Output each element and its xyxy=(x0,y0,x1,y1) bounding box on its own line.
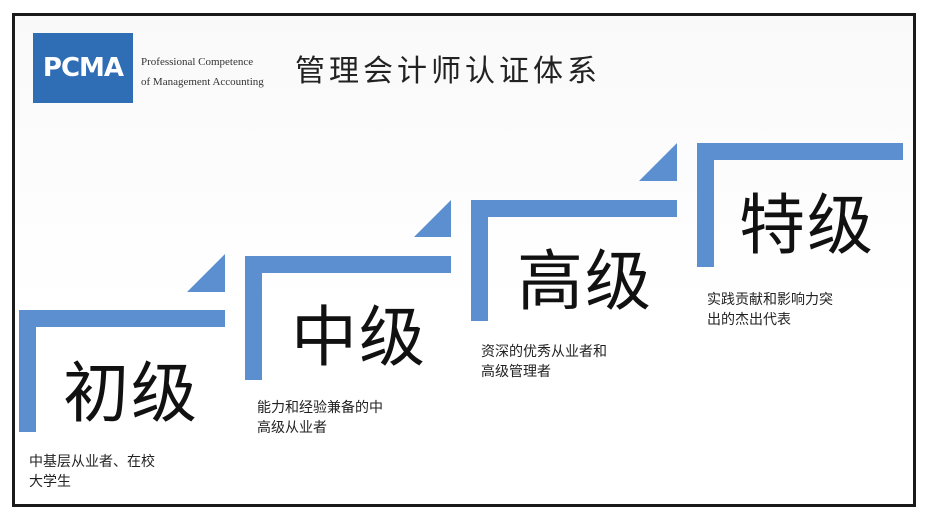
step-2-triangle xyxy=(414,200,451,237)
step-3-triangle xyxy=(639,143,677,181)
step-2-vertical-bar xyxy=(245,256,262,380)
level-1-name: 初级 xyxy=(63,355,199,432)
logo-subtitle-line2: of Management Accounting xyxy=(141,76,264,88)
level-2-description-line1: 能力和经验兼备的中 xyxy=(257,400,383,416)
level-3-description-line1: 资深的优秀从业者和 xyxy=(481,344,607,360)
step-2-horizontal-bar xyxy=(245,256,451,273)
step-1-triangle xyxy=(187,254,225,292)
step-3-horizontal-bar xyxy=(471,200,677,217)
level-2-name: 中级 xyxy=(291,299,427,376)
level-3-description-line2: 高级管理者 xyxy=(481,364,551,380)
step-1-horizontal-bar xyxy=(19,310,225,327)
diagram-canvas: PCMA Professional Competence of Manageme… xyxy=(12,13,916,507)
level-3-name: 高级 xyxy=(517,243,653,320)
pcma-logo: PCMA xyxy=(33,33,133,103)
level-1-description-line1: 中基层从业者、在校 xyxy=(29,454,155,470)
level-4-description-line2: 出的杰出代表 xyxy=(707,312,791,328)
level-4-description-line1: 实践贡献和影响力突 xyxy=(707,292,833,308)
step-4-horizontal-bar xyxy=(697,143,903,160)
logo-text: PCMA xyxy=(42,53,124,83)
staircase-graphic xyxy=(19,143,903,432)
step-3-vertical-bar xyxy=(471,200,488,321)
step-4-vertical-bar xyxy=(697,143,714,267)
step-1-vertical-bar xyxy=(19,310,36,432)
diagram-title: 管理会计师认证体系 xyxy=(295,54,601,89)
level-1-description-line2: 大学生 xyxy=(29,474,71,490)
level-2-description-line2: 高级从业者 xyxy=(257,420,327,436)
level-4-name: 特级 xyxy=(739,187,875,264)
logo-subtitle-line1: Professional Competence xyxy=(141,56,254,68)
